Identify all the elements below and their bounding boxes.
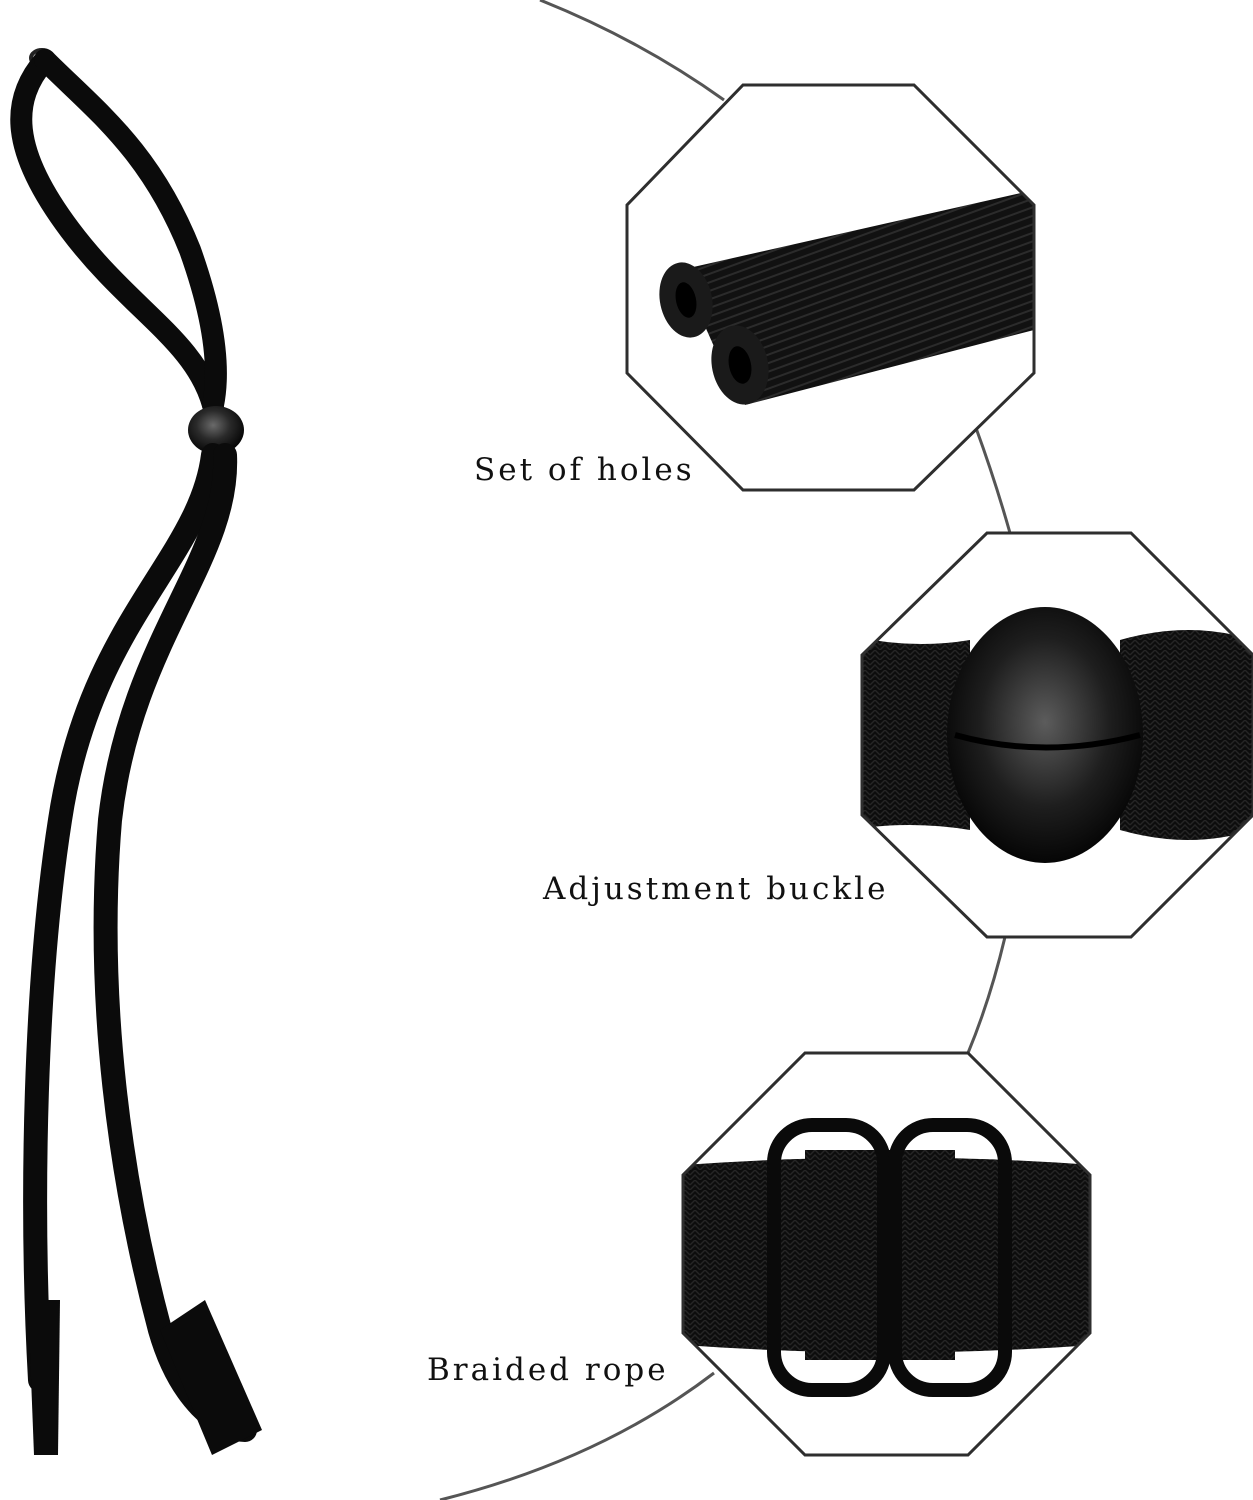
detail-rope — [683, 1053, 1090, 1455]
label-set-of-holes: Set of holes — [474, 452, 695, 488]
frame-octagon — [625, 83, 1036, 492]
frame-octagon — [860, 531, 1253, 939]
bead-icon — [188, 406, 244, 454]
frame-octagon — [681, 1051, 1092, 1457]
cord-illustration — [10, 48, 262, 1455]
connector-arc — [539, 0, 725, 102]
slider-icon — [888, 1118, 1012, 1397]
slider-icon — [767, 1118, 891, 1397]
label-braided-rope: Braided rope — [427, 1352, 669, 1388]
bead-icon — [947, 607, 1143, 863]
connector-arc — [974, 427, 1012, 534]
detail-buckle — [862, 533, 1253, 937]
connector-arc — [439, 1371, 715, 1500]
detail-holes — [627, 85, 1034, 490]
connector-arc — [966, 936, 1007, 1054]
label-adjustment-buckle: Adjustment buckle — [543, 871, 889, 907]
